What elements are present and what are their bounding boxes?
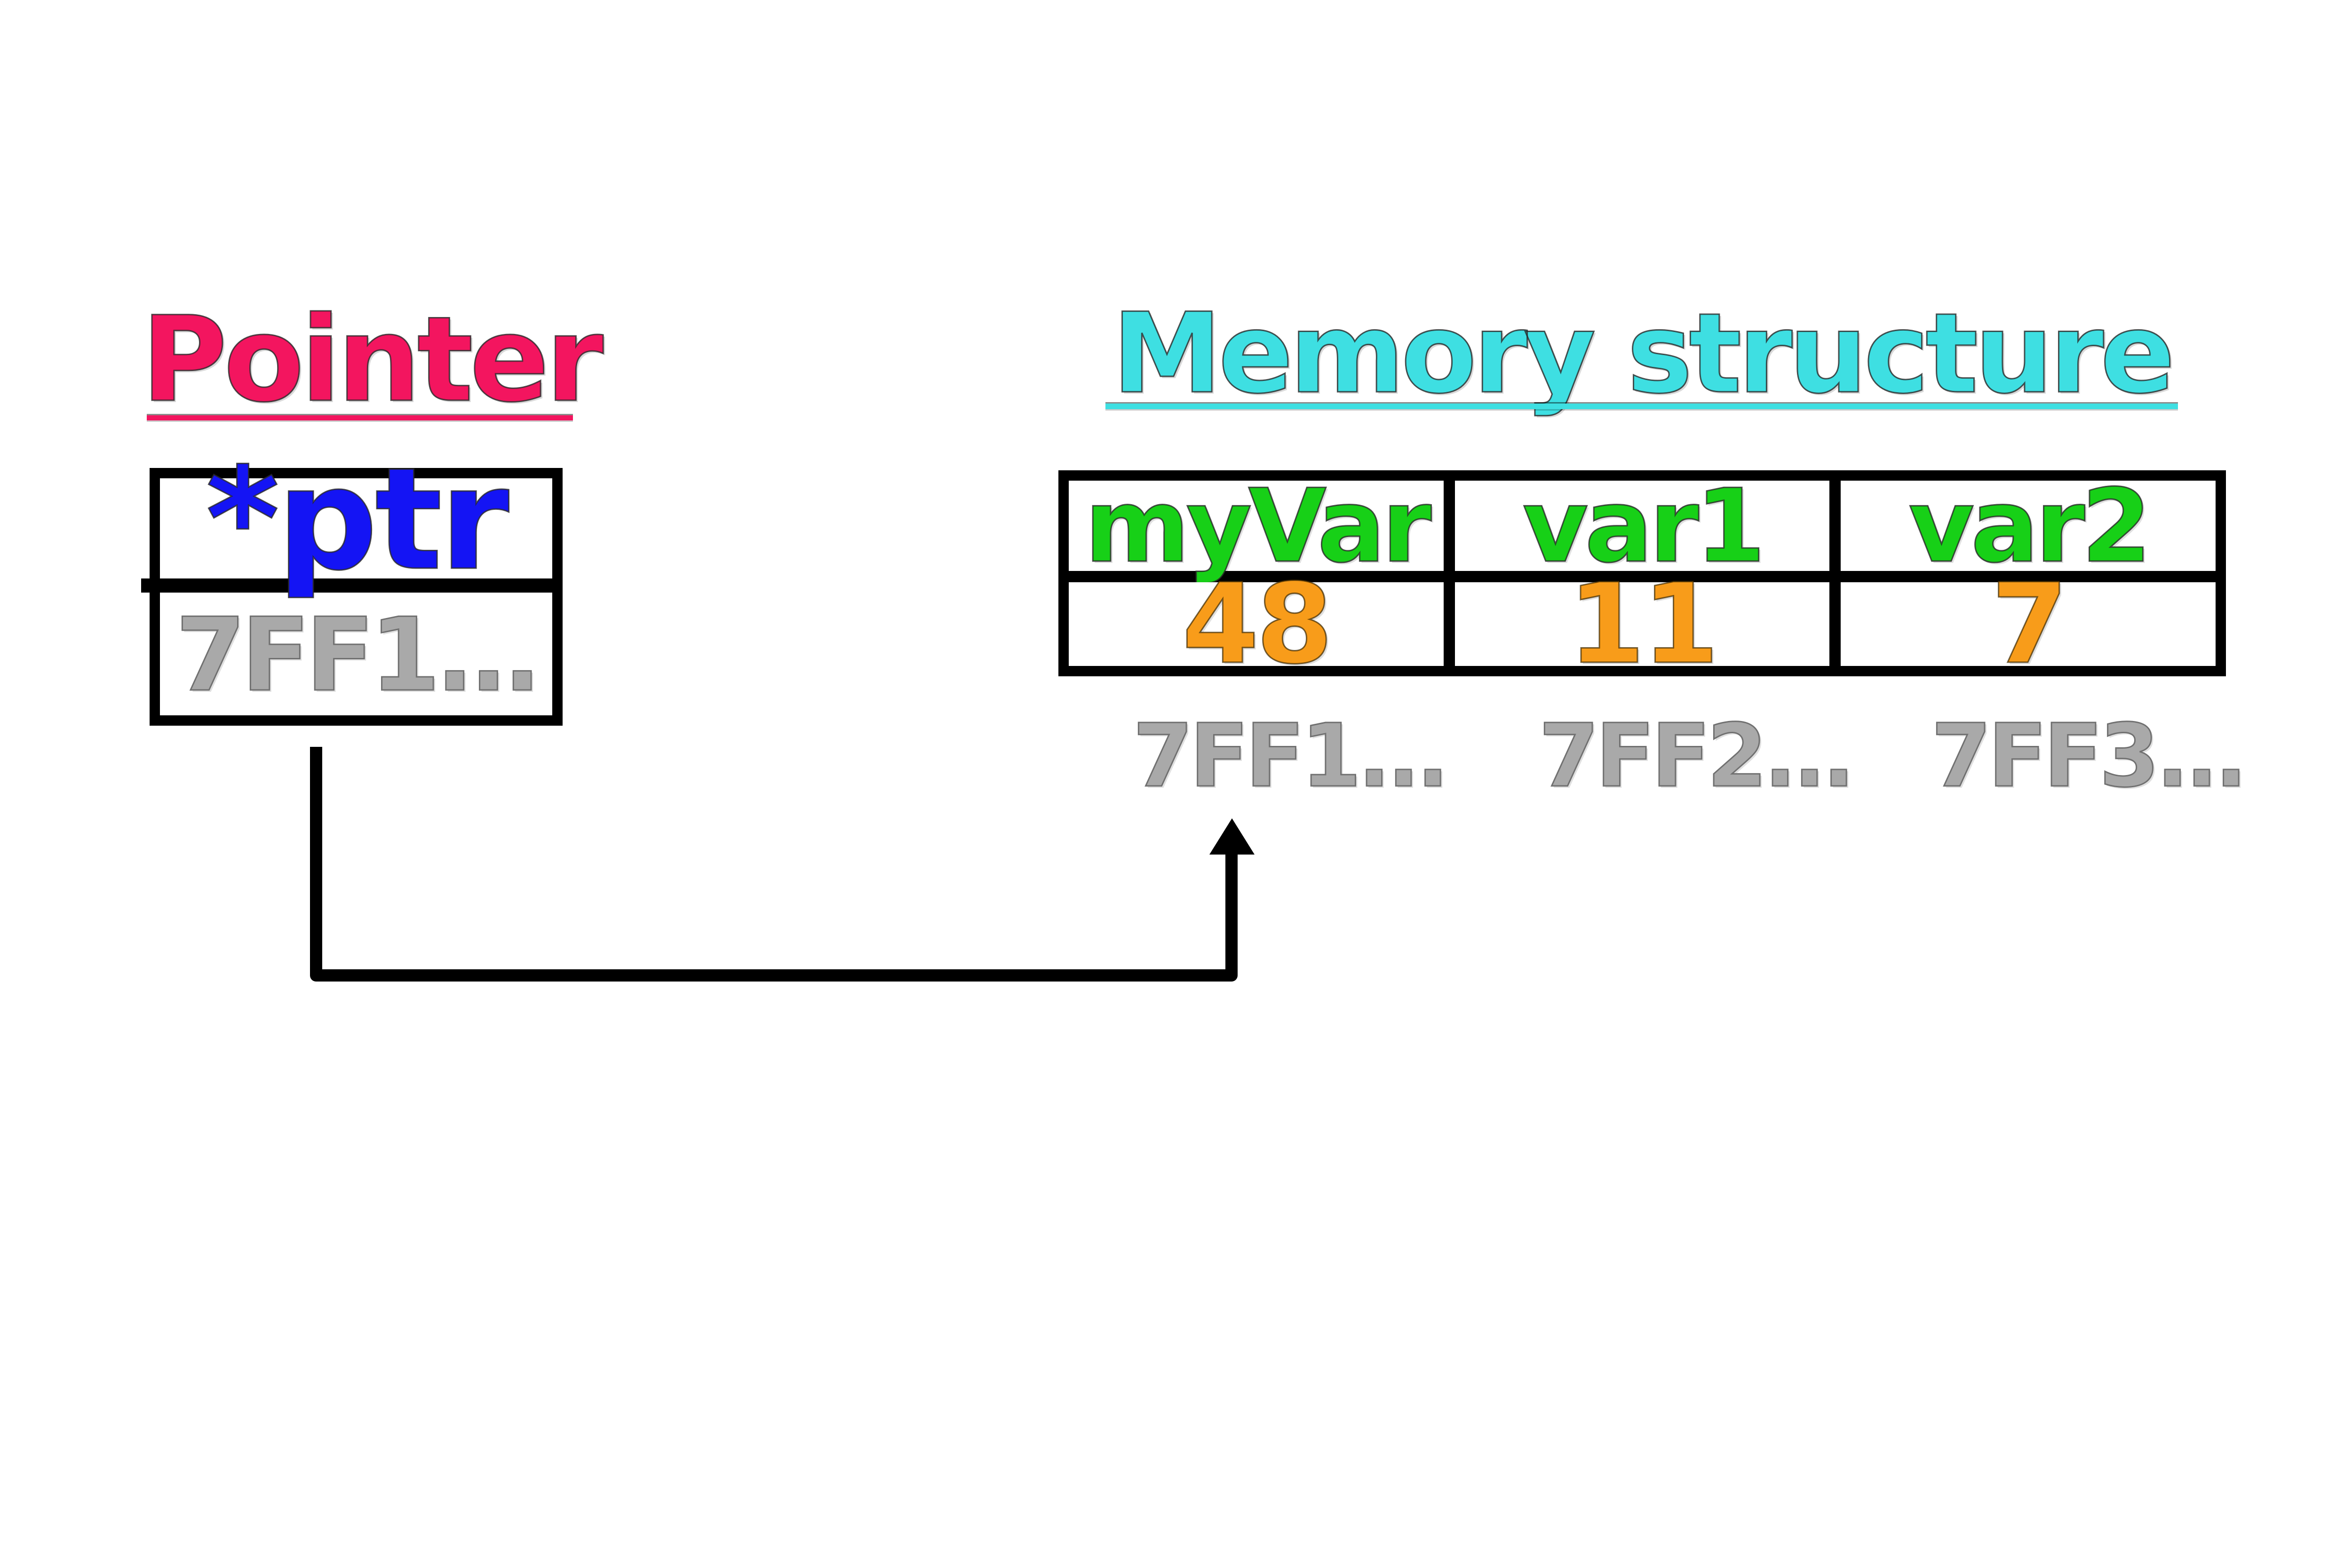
memory-table-header-cell-var1: var1 (1454, 475, 1830, 577)
memory-title-underline (1105, 404, 2178, 409)
memory-table-value-cell-var2: 7 (1841, 568, 2216, 680)
pointer-variable-box: *ptr 7FF1... (141, 448, 563, 726)
memory-table-value-cell-var1: 11 (1454, 568, 1830, 680)
memory-table: myVar var1 var2 48 11 7 (1058, 470, 2226, 680)
variable-value-label: 48 (1181, 560, 1334, 689)
pointer-address-cell: 7FF1... (175, 596, 542, 714)
pointer-name-cell: *ptr (205, 437, 510, 602)
variable-name-label: var1 (1522, 467, 1766, 585)
pointer-arrow-line (310, 747, 1238, 982)
pointer-title-underline (147, 415, 573, 420)
variable-name-label: myVar (1084, 467, 1432, 585)
memory-table-header-cell-myvar: myVar (1069, 475, 1444, 577)
memory-address-label-3: 7FF3... (1931, 705, 2249, 807)
memory-address-label-2: 7FF2... (1538, 705, 1856, 807)
memory-table-value-cell-myvar: 48 (1069, 568, 1444, 680)
pointer-box-divider (141, 578, 552, 593)
memory-table-header-cell-var2: var2 (1841, 475, 2216, 577)
memory-address-label-1: 7FF1... (1132, 705, 1450, 807)
variable-value-label: 11 (1567, 560, 1720, 689)
variable-value-label: 7 (1990, 560, 2068, 689)
pointer-section-title: Pointer (141, 291, 604, 428)
memory-section-title: Memory structure (1111, 290, 2176, 418)
arrow-head-icon (1209, 818, 1255, 855)
variable-name-label: var2 (1908, 467, 2153, 585)
